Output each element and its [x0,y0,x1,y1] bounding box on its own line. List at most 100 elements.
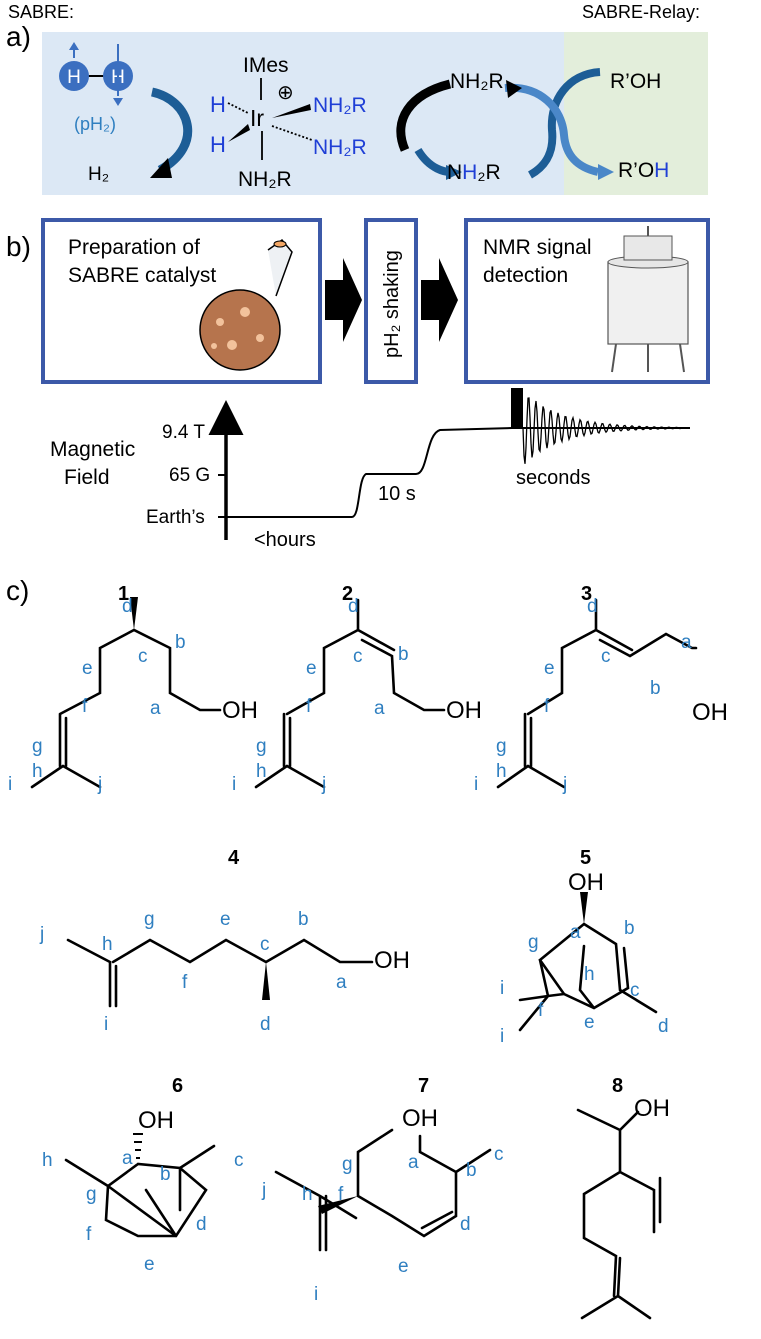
compound-7-number: 7 [418,1075,429,1097]
compound-5-number: 5 [580,847,591,869]
c6-label-d: d [196,1214,207,1235]
c4-label-a: a [336,972,347,993]
h-atom-left: H [67,67,81,88]
compound-3: 3 OH d a c e b f g h i j [474,583,728,795]
ph2-shaking-label: pH₂ shaking [381,250,403,358]
sabre-relay-label: SABRE-Relay: [582,2,700,22]
ligand-right-top: NH₂R [313,94,367,117]
c6-label-h: h [42,1150,53,1171]
panel-label-a: a) [6,21,31,52]
c6-label-f: f [86,1224,92,1245]
positive-charge-icon: ⊕ [277,82,294,104]
c7-label-i: i [314,1284,318,1305]
nmr-detection-line1: NMR signal [483,236,592,259]
c2-label-j: j [321,774,326,795]
spin-up-icon [69,42,79,50]
relay-arrow-blue [527,68,601,179]
exchange-arrow-left-head [150,158,172,178]
relay-arrow-light [504,83,600,176]
c5-label-i-top: i [500,978,504,999]
process-arrow-1 [325,258,362,342]
c6-label-a: a [122,1148,133,1169]
compound-7-oh: OH [402,1105,438,1132]
c7-label-a: a [408,1152,419,1173]
c2-label-e: e [306,658,317,679]
c6-label-g: g [86,1184,97,1205]
c2-label-d: d [348,596,359,617]
compound-2-number: 2 [342,583,353,605]
compound-6: 6 OH h a b c g f d e [42,1075,244,1275]
c6-label-c: c [234,1150,244,1171]
c3-label-b: b [650,678,661,699]
sabre-label: SABRE: [8,2,74,22]
cycle-ligand-top: NH₂R [450,70,504,93]
c3-label-f: f [544,696,550,717]
c4-label-i: i [104,1014,108,1035]
tick-9-4-tesla: 9.4 T [162,422,205,443]
hydride-top: H [210,92,226,117]
fid-signal [522,397,684,464]
compound-6-number: 6 [172,1075,183,1097]
exchange-arrow-left [150,87,193,174]
c3-label-a: a [681,632,692,653]
c5-label-b: b [624,918,635,939]
c5-label-i-bottom: i [500,1026,504,1047]
c2-label-f: f [306,696,312,717]
c4-label-g: g [144,909,155,930]
ph2-label: (pH₂) [74,114,116,134]
c7-label-h: h [302,1184,313,1205]
axis-title-line1: Magnetic [50,438,135,461]
imes-label: IMes [243,54,289,77]
field-profile-line [226,427,690,518]
c2-label-c: c [353,646,363,667]
c3-label-j: j [562,774,567,795]
spin-down-icon [113,98,123,106]
c5-label-g: g [528,932,539,953]
tick-earths-field: Earth’s [146,507,205,528]
c1-label-i: i [8,774,12,795]
compound-4-number: 4 [228,847,240,869]
c2-label-i: i [232,774,236,795]
c5-label-c: c [630,980,640,1001]
compound-3-number: 3 [581,583,592,605]
c4-label-b: b [298,909,309,930]
nmr-spectrometer-icon [607,226,689,373]
c3-label-i: i [474,774,478,795]
c7-label-b: b [466,1160,477,1181]
c1-label-j: j [97,774,102,795]
c7-label-j: j [261,1180,266,1201]
c4-label-e: e [220,909,231,930]
c6-label-e: e [144,1254,155,1275]
c1-label-h: h [32,761,43,782]
time-10s-label: 10 s [378,483,416,505]
round-bottom-flask-icon [199,238,293,371]
catalyst-prep-line2: SABRE catalyst [68,264,216,287]
c5-label-a: a [570,922,581,943]
compound-2: 2 OH d c e b f a g h i j [232,583,482,795]
c1-label-g: g [32,736,43,757]
parahydrogen-molecule: H H [59,42,133,106]
ligand-right-bottom: NH₂R [313,136,367,159]
time-seconds-label: seconds [516,467,591,489]
sabre-background [42,32,564,195]
compound-6-oh: OH [138,1107,174,1134]
c1-label-f: f [82,696,88,717]
tick-65-gauss: 65 G [169,465,210,486]
c3-label-g: g [496,736,507,757]
c2-label-g: g [256,736,267,757]
compound-5-oh: OH [568,869,604,896]
axis-title-line2: Field [64,466,110,489]
compound-4-oh: OH [374,947,410,974]
c7-label-c: c [494,1144,504,1165]
c4-label-c: c [260,934,270,955]
compound-8-number: 8 [612,1075,623,1097]
time-hours-label: <hours [254,529,316,551]
compound-4: 4 OH j h g e f c b a i d [39,847,410,1035]
c1-label-a: a [150,698,161,719]
c7-label-g: g [342,1154,353,1175]
cycle-ligand-bottom: NH₂R [447,161,501,184]
h2-label: H₂ [88,164,109,185]
c5-label-d: d [658,1016,669,1037]
c4-label-d: d [260,1014,271,1035]
compound-5: 5 OH a b g h c i f i e d [500,847,669,1047]
